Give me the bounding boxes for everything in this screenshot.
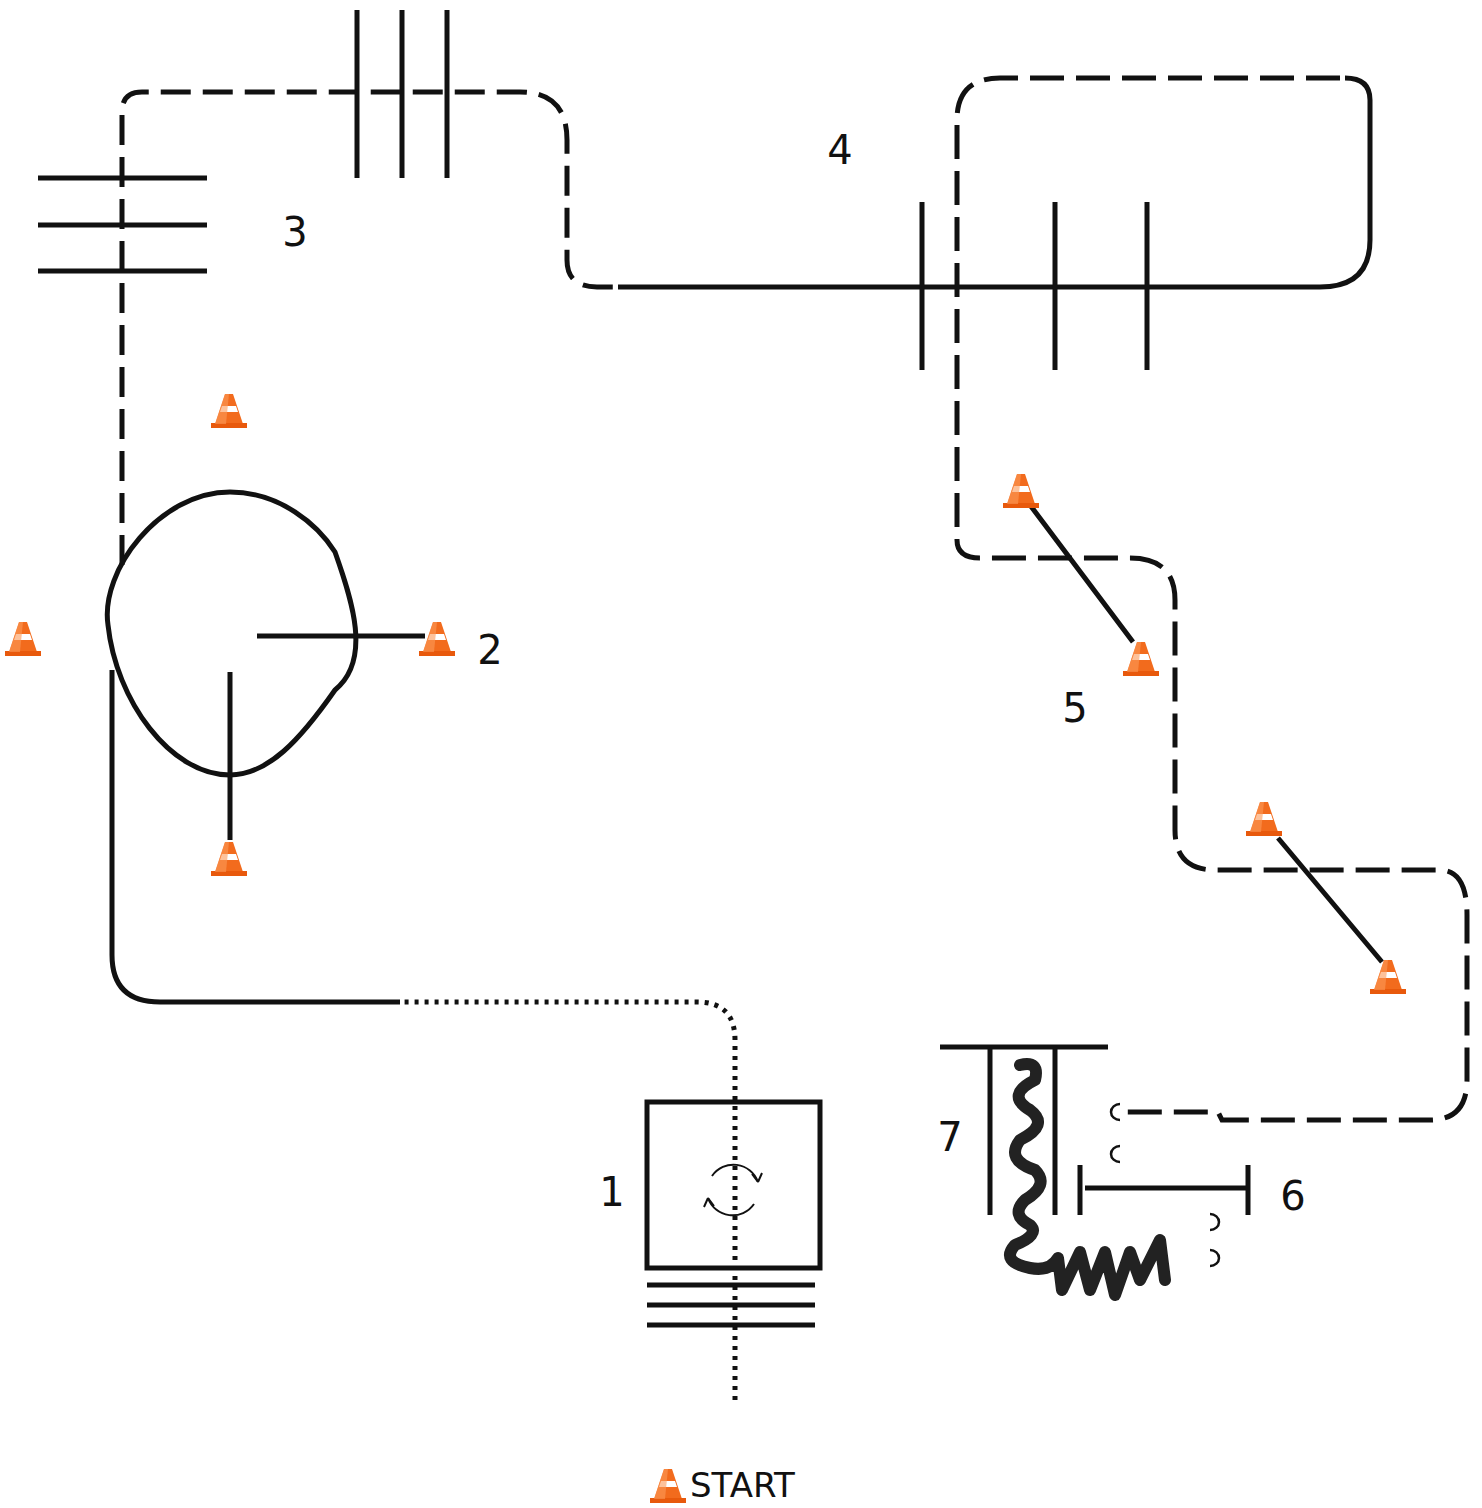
callout-number: 6: [1280, 1176, 1305, 1216]
callout-number: 4: [827, 130, 852, 170]
station-box: [647, 1102, 820, 1268]
jump-bar: [1080, 1165, 1248, 1215]
callout-number: 2: [477, 630, 502, 670]
callout-number: 7: [937, 1117, 962, 1157]
callout-number: 5: [1062, 688, 1087, 728]
callout-number: 1: [599, 1172, 624, 1212]
tunnel: [1010, 1064, 1165, 1295]
start-label: START: [690, 1468, 795, 1502]
hoops: [1111, 1104, 1219, 1266]
dashed-route: [122, 92, 615, 565]
pole-lines: [357, 10, 447, 178]
path-line: [112, 670, 400, 1002]
turn-symbol: [708, 1165, 758, 1216]
start-lines: [647, 1285, 815, 1325]
cone-lines: [1030, 505, 1382, 962]
cone-lines: [230, 636, 425, 840]
path-line: [618, 78, 1370, 287]
dashed-route: [957, 78, 1467, 1120]
pole-lines: [38, 178, 207, 271]
cones: [5, 394, 1406, 1503]
start-path: [400, 1002, 735, 1400]
pole-lines: [922, 202, 1147, 370]
callout-number: 3: [282, 212, 307, 252]
